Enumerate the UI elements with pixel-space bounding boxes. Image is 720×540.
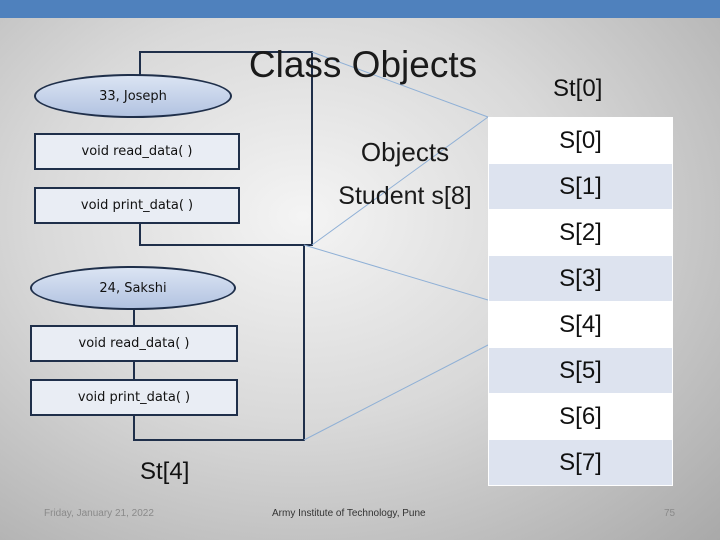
array-row: S[3] xyxy=(488,255,673,302)
object-1-read-method-label: void read_data( ) xyxy=(81,144,193,159)
object-2-print-method-label: void print_data( ) xyxy=(77,390,191,405)
pointer-line-bottom-2 xyxy=(303,344,489,441)
array-row: S[5] xyxy=(488,347,673,394)
page-title: Class Objects xyxy=(248,44,478,85)
array-row: S[0] xyxy=(488,117,673,164)
object-1-data-oval: 33, Joseph xyxy=(34,74,232,118)
pointer-line-bottom-1 xyxy=(303,244,489,301)
object-2-frame xyxy=(133,245,305,441)
array-cell: S[1] xyxy=(488,163,673,210)
array-cell: S[7] xyxy=(488,439,673,486)
object-1-print-method-label: void print_data( ) xyxy=(80,198,194,213)
object-1-read-method-box: void read_data( ) xyxy=(34,133,240,170)
object-1-data-label: 33, Joseph xyxy=(99,88,167,104)
objects-label: Objects xyxy=(360,137,450,167)
array-row: S[6] xyxy=(488,393,673,440)
object-1-print-method-box: void print_data( ) xyxy=(34,187,240,224)
array-cell: S[4] xyxy=(488,301,673,348)
object-2-read-method-box: void read_data( ) xyxy=(30,325,238,362)
object-2-data-oval: 24, Sakshi xyxy=(30,266,236,310)
footer-page-number: 75 xyxy=(664,508,676,519)
array-row: S[1] xyxy=(488,163,673,210)
array-row: S[7] xyxy=(488,439,673,486)
array-cell: S[0] xyxy=(488,117,673,164)
object-array-table: S[0] S[1] S[2] S[3] S[4] S[5] S[6] S[7] xyxy=(488,117,673,486)
object-1-frame xyxy=(139,51,313,246)
array-cell: S[3] xyxy=(488,255,673,302)
object-2-caption: St[4] xyxy=(140,458,190,485)
array-row: S[4] xyxy=(488,301,673,348)
pointer-line-top-2 xyxy=(311,116,489,246)
object-2-print-method-box: void print_data( ) xyxy=(30,379,238,416)
array-caption: St[0] xyxy=(553,75,603,102)
pointer-line-top-1 xyxy=(311,51,489,118)
top-accent-bar xyxy=(0,0,720,18)
array-cell: S[6] xyxy=(488,393,673,440)
object-2-data-label: 24, Sakshi xyxy=(99,280,167,296)
array-cell: S[2] xyxy=(488,209,673,256)
declaration-label: Student s[8] xyxy=(338,182,472,210)
object-2-read-method-label: void read_data( ) xyxy=(78,336,190,351)
array-row: S[2] xyxy=(488,209,673,256)
footer-institution: Army Institute of Technology, Pune xyxy=(272,508,426,519)
footer-date: Friday, January 21, 2022 xyxy=(44,508,154,519)
array-cell: S[5] xyxy=(488,347,673,394)
